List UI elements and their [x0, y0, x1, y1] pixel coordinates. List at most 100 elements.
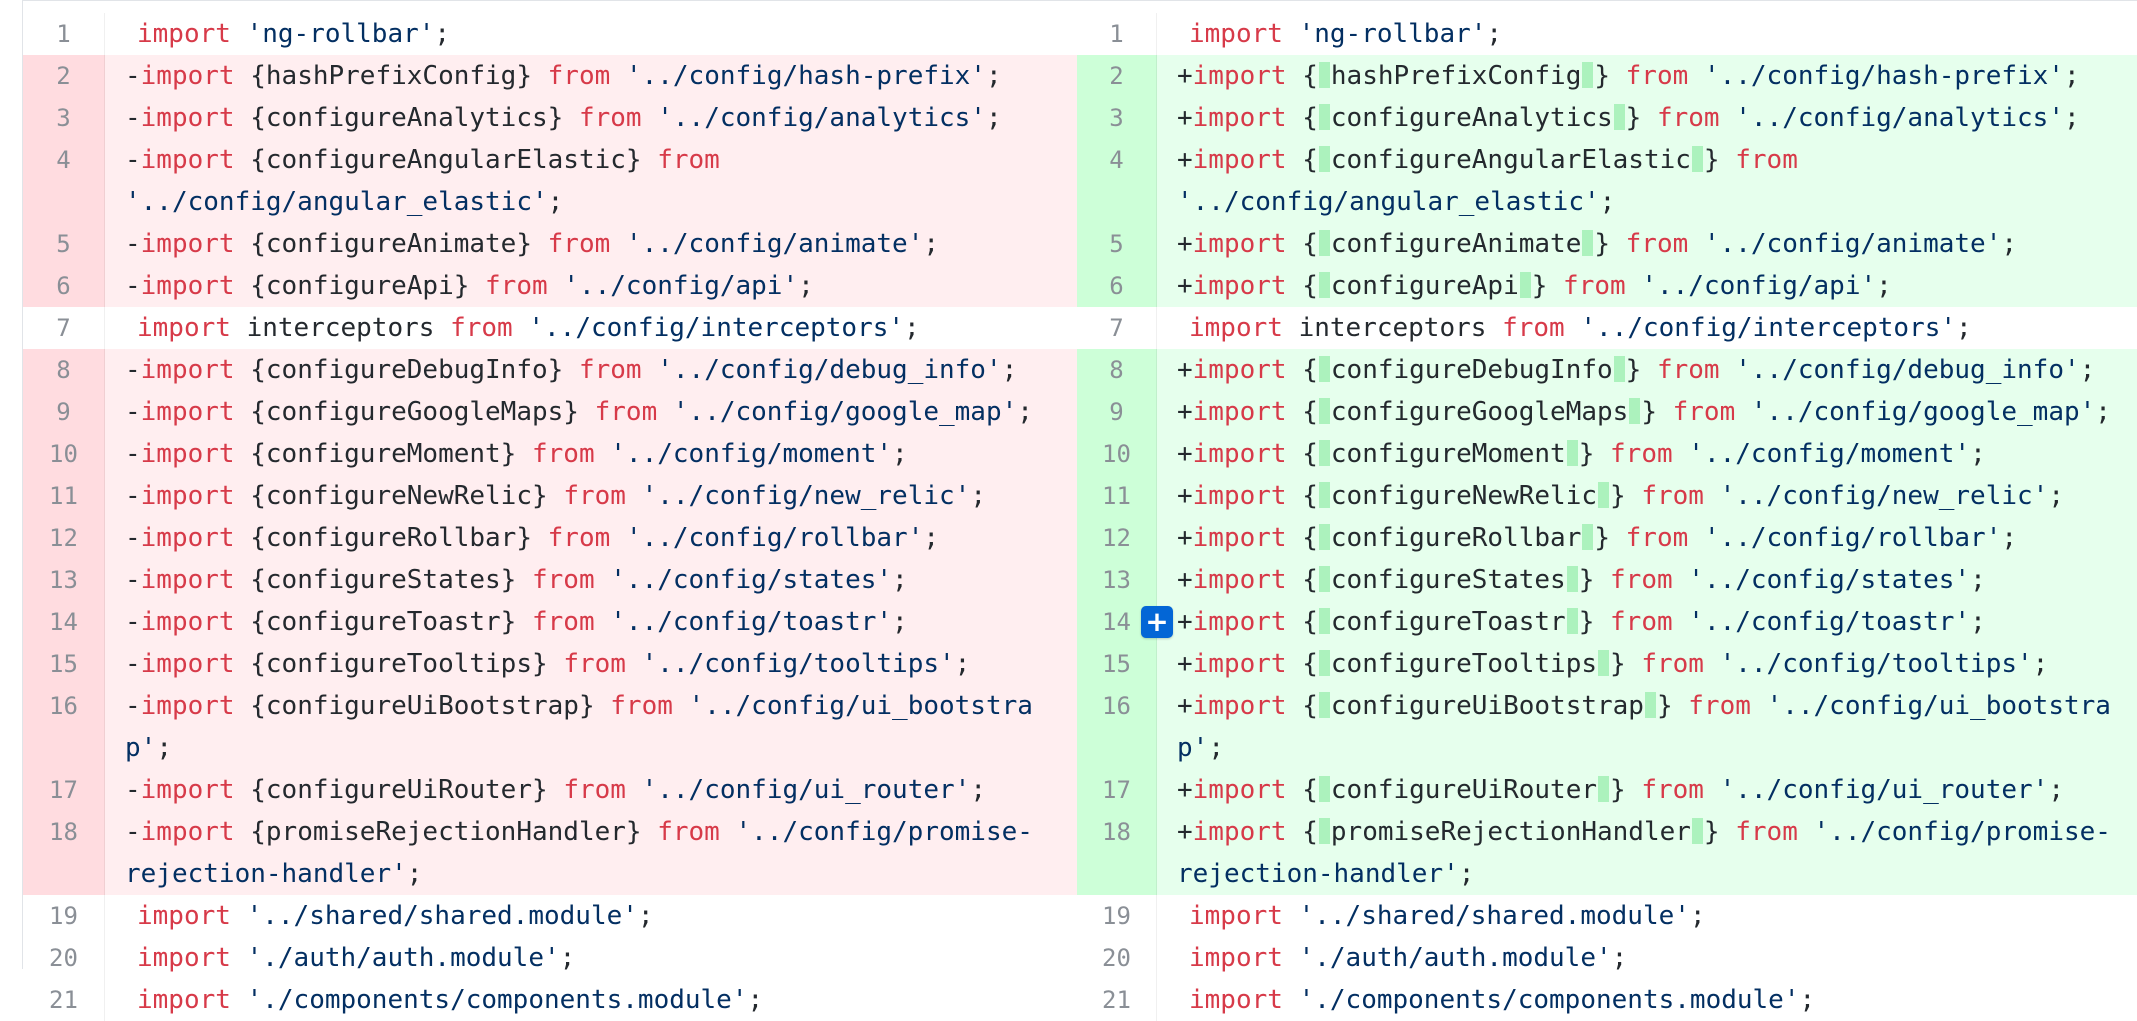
code-text: +import {configureUiRouter} from '../con… — [1157, 769, 2137, 811]
plain-token — [1283, 901, 1299, 931]
line-number[interactable]: 21 — [23, 979, 105, 1021]
line-number[interactable]: 6 — [1077, 265, 1157, 307]
line-number[interactable]: 17 — [1077, 769, 1157, 811]
plain-token: } — [1625, 103, 1657, 133]
plain-token: { — [1286, 145, 1318, 175]
line-number[interactable]: 10 — [1077, 433, 1157, 475]
line-number[interactable]: 14+ — [1077, 601, 1173, 643]
line-number[interactable]: 6 — [23, 265, 105, 307]
plain-token: } — [1578, 565, 1611, 595]
string-token: './components/components.module' — [246, 985, 748, 1015]
plain-token: { — [1286, 607, 1318, 637]
line-number[interactable]: 4 — [1077, 139, 1157, 223]
whitespace-change-highlight — [1318, 146, 1330, 172]
keyword-token: import — [1192, 439, 1287, 469]
plain-token: { — [1286, 565, 1318, 595]
code-text: -import {configureUiBootstrap} from '../… — [105, 685, 1077, 769]
code-text: import interceptors from '../config/inte… — [105, 307, 1077, 349]
line-number[interactable]: 5 — [23, 223, 105, 265]
keyword-token: from — [547, 61, 611, 91]
line-number[interactable]: 8 — [1077, 349, 1157, 391]
line-number[interactable]: 19 — [1077, 895, 1157, 937]
whitespace-change-highlight — [1318, 776, 1330, 802]
plain-token: ; — [904, 313, 920, 343]
line-number[interactable]: 13 — [23, 559, 105, 601]
diff-line: 5+import {configureAnimate} from '../con… — [1077, 223, 2137, 265]
line-number[interactable]: 2 — [1077, 55, 1157, 97]
string-token: '../config/tooltips' — [1719, 649, 2033, 679]
line-number[interactable]: 8 — [23, 349, 105, 391]
string-token: './components/components.module' — [1298, 985, 1800, 1015]
line-number[interactable]: 18 — [1077, 811, 1157, 895]
plain-token: ; — [892, 565, 908, 595]
code-text: import 'ng-rollbar'; — [1157, 13, 2137, 55]
line-number[interactable]: 2 — [23, 55, 105, 97]
line-number[interactable]: 3 — [23, 97, 105, 139]
plain-token — [1673, 565, 1689, 595]
line-number[interactable]: 1 — [23, 13, 105, 55]
line-number[interactable]: 3 — [1077, 97, 1157, 139]
diff-line: 13-import {configureStates} from '../con… — [23, 559, 1077, 601]
keyword-token: import — [140, 439, 235, 469]
line-number[interactable]: 11 — [1077, 475, 1157, 517]
diff-line: 5-import {configureAnimate} from '../con… — [23, 223, 1077, 265]
string-token: '../config/analytics' — [1735, 103, 2064, 133]
line-number[interactable]: 11 — [23, 475, 105, 517]
plain-token: ; — [892, 439, 908, 469]
diff-line: 8-import {configureDebugInfo} from '../c… — [23, 349, 1077, 391]
plain-token: hashPrefixConfig — [1330, 61, 1582, 91]
code-text: +import {promiseRejectionHandler} from '… — [1157, 811, 2137, 895]
plain-token: {configureToastr} — [234, 607, 532, 637]
keyword-token: from — [1625, 523, 1689, 553]
plain-token — [513, 313, 529, 343]
diff-line: 2+import {hashPrefixConfig} from '../con… — [1077, 55, 2137, 97]
line-number[interactable]: 7 — [23, 307, 105, 349]
code-text: +import {hashPrefixConfig} from '../conf… — [1157, 55, 2137, 97]
whitespace-change-highlight — [1318, 482, 1330, 508]
plain-token: {configureMoment} — [234, 439, 532, 469]
line-number[interactable]: 9 — [1077, 391, 1157, 433]
line-number[interactable]: 10 — [23, 433, 105, 475]
plain-token: + — [1177, 817, 1193, 847]
keyword-token: from — [1610, 607, 1673, 637]
line-number[interactable]: 15 — [23, 643, 105, 685]
line-number[interactable]: 12 — [1077, 517, 1157, 559]
plain-token: ; — [2048, 775, 2064, 805]
line-number[interactable]: 18 — [23, 811, 105, 895]
line-number[interactable]: 13 — [1077, 559, 1157, 601]
plain-token: } — [1578, 439, 1611, 469]
line-number[interactable]: 4 — [23, 139, 105, 223]
line-number[interactable]: 21 — [1077, 979, 1157, 1021]
line-number[interactable]: 14 — [23, 601, 105, 643]
line-number[interactable]: 20 — [23, 937, 105, 979]
add-comment-button[interactable]: + — [1141, 606, 1173, 638]
plain-token: ; — [1970, 565, 1986, 595]
plain-token: ; — [2095, 397, 2111, 427]
line-number[interactable]: 20 — [1077, 937, 1157, 979]
plain-token — [657, 397, 673, 427]
whitespace-change-highlight — [1691, 818, 1703, 844]
plain-token — [548, 271, 564, 301]
plain-token — [1283, 19, 1299, 49]
plain-token: } — [1531, 271, 1564, 301]
keyword-token: from — [563, 775, 626, 805]
line-number[interactable]: 12 — [23, 517, 105, 559]
line-number[interactable]: 16 — [23, 685, 105, 769]
string-token: '../config/toastr' — [1688, 607, 1971, 637]
keyword-token: from — [1641, 481, 1704, 511]
plain-token: {promiseRejectionHandler} — [234, 817, 658, 847]
line-number[interactable]: 5 — [1077, 223, 1157, 265]
line-number[interactable]: 9 — [23, 391, 105, 433]
string-token: '../config/moment' — [1688, 439, 1971, 469]
line-number[interactable]: 19 — [23, 895, 105, 937]
line-number[interactable]: 7 — [1077, 307, 1157, 349]
line-number[interactable]: 1 — [1077, 13, 1157, 55]
line-number[interactable]: 15 — [1077, 643, 1157, 685]
whitespace-change-highlight — [1318, 524, 1330, 550]
keyword-token: import — [1192, 145, 1287, 175]
line-number[interactable]: 16 — [1077, 685, 1157, 769]
line-number[interactable]: 17 — [23, 769, 105, 811]
